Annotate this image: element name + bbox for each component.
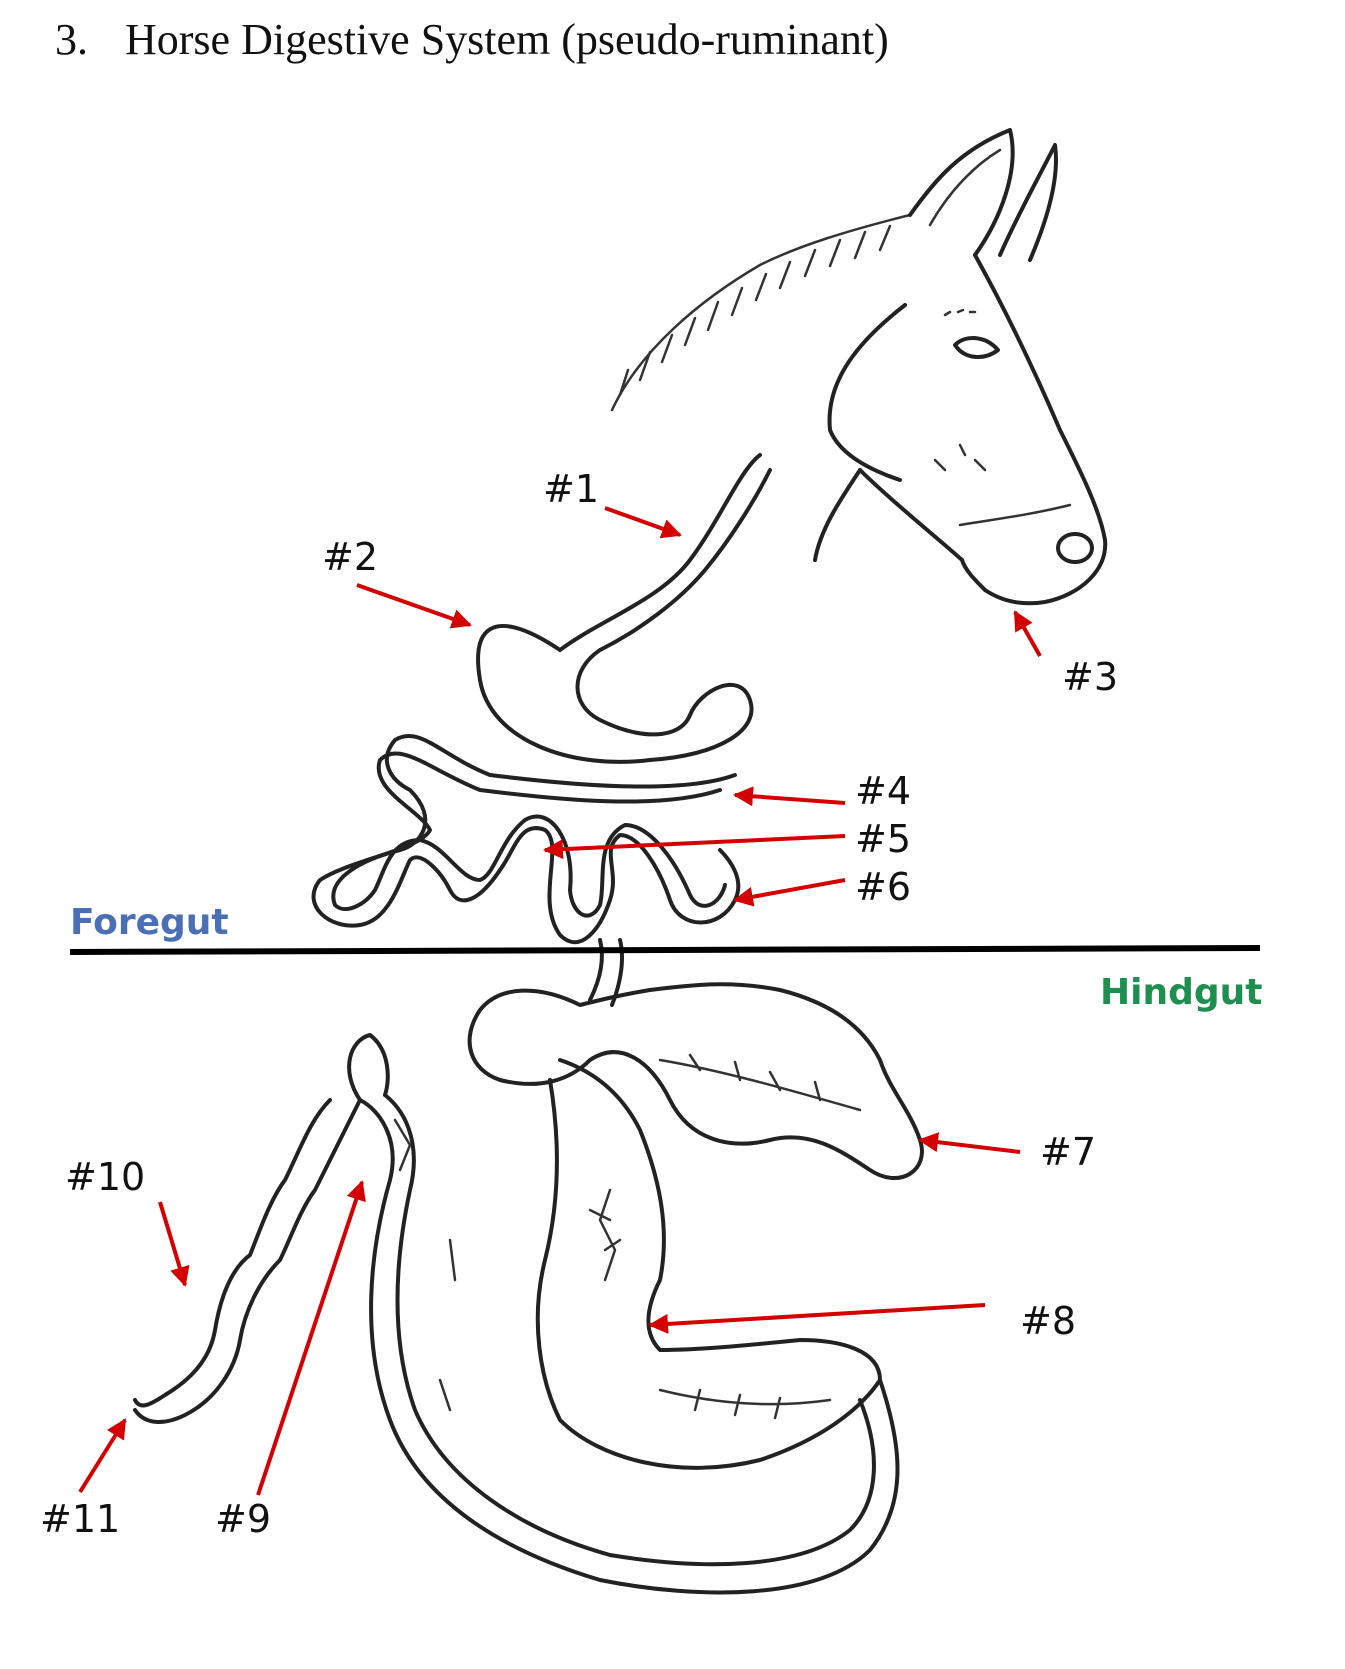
label-2: #2 (322, 535, 379, 579)
hindgut-label: Hindgut (1100, 972, 1263, 1013)
label-4: #4 (855, 769, 912, 813)
arrow-10 (158, 1201, 190, 1287)
arrow-4 (733, 786, 846, 807)
cecum-drawing (467, 982, 924, 1181)
foregut-label: Foregut (70, 902, 229, 943)
arrow-5 (543, 834, 846, 860)
arrow-6 (733, 878, 846, 907)
arrow-9 (256, 1180, 366, 1496)
arrow-3 (1013, 610, 1042, 657)
label-7: #7 (1040, 1130, 1097, 1174)
large-colon-drawing (535, 1058, 882, 1470)
label-8: #8 (1020, 1299, 1077, 1343)
label-6: #6 (855, 865, 912, 909)
label-arrows (78, 506, 1042, 1496)
arrow-2 (356, 583, 472, 629)
title-text: Horse Digestive System (pseudo-ruminant) (125, 15, 889, 64)
foregut-hindgut-divider (69, 945, 1261, 955)
label-9: #9 (215, 1497, 272, 1541)
label-10: #10 (65, 1155, 146, 1199)
page-title: 3. Horse Digestive System (pseudo-ruminan… (55, 14, 889, 65)
esophagus-stomach-drawing (476, 453, 772, 764)
horse-head-drawing (610, 128, 1108, 606)
arrow-7 (918, 1132, 1021, 1154)
label-1: #1 (543, 467, 600, 511)
title-number: 3. (55, 15, 88, 64)
label-5: #5 (855, 817, 912, 861)
small-colon-drawing (133, 1033, 900, 1595)
small-intestine-drawing (311, 733, 741, 1007)
label-11: #11 (40, 1497, 121, 1541)
arrow-11 (78, 1418, 127, 1494)
arrow-1 (604, 506, 682, 539)
label-3: #3 (1062, 655, 1119, 699)
arrow-8 (648, 1303, 986, 1334)
